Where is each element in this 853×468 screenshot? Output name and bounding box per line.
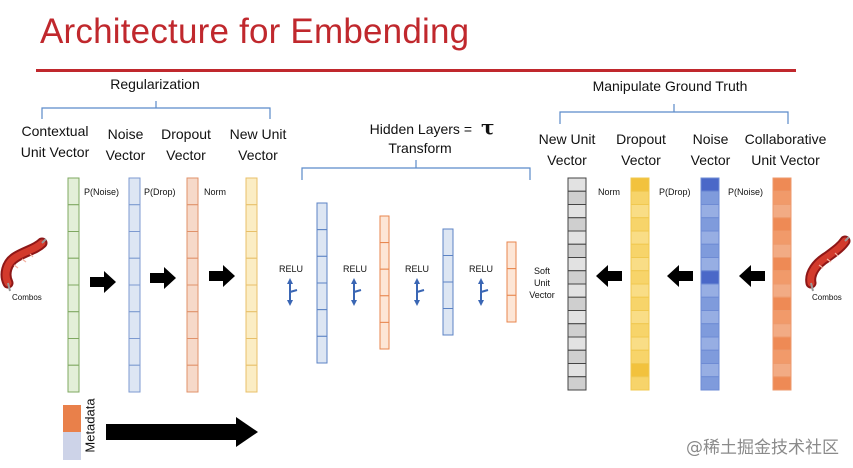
page-title: Architecture for Embending <box>40 12 470 51</box>
heading-manipulate-ground-truth: Manipulate Ground Truth <box>592 78 748 94</box>
watermark: @稀土掘金技术社区 <box>686 438 839 458</box>
unit-label: Unit <box>533 278 550 288</box>
vector-new-unit-right <box>567 177 587 391</box>
up-down-arrow-icon <box>351 278 362 306</box>
op-p-noise-right: P(Noise) <box>728 187 764 197</box>
relu-label-1: RELU <box>279 264 304 274</box>
relu-label-2: RELU <box>343 264 368 274</box>
relu-label-4: RELU <box>469 264 494 274</box>
label-dropout-vector-left: Dropout Vector <box>161 126 211 163</box>
heading-regularization: Regularization <box>110 76 200 92</box>
op-p-drop-right: P(Drop) <box>659 187 691 197</box>
right-arrow-icon <box>90 271 116 293</box>
right-arrow-icon <box>209 265 235 287</box>
hidden-layers-bracket <box>301 160 531 180</box>
label-noise-vector-right: Noise Vector <box>690 131 731 168</box>
right-arrow-icon <box>106 417 258 447</box>
vector-noise-right <box>700 177 720 391</box>
sausage-icon <box>0 237 48 292</box>
hidden-layer-2 <box>379 215 390 350</box>
up-down-arrow-icon <box>414 278 425 306</box>
combos-label-left: Combos <box>12 293 42 302</box>
vector-contextual-unit <box>67 177 80 393</box>
metadata-block-blue <box>63 432 81 460</box>
label-dropout-vector-right: Dropout Vector <box>616 131 666 168</box>
up-down-arrow-icon <box>287 278 298 306</box>
soft-unit-vector <box>506 241 517 323</box>
metadata-block-orange <box>63 405 81 432</box>
vector-label: Vector <box>529 290 555 300</box>
op-p-drop-left: P(Drop) <box>144 187 176 197</box>
label-contextual-unit-vector: Contextual Unit Vector <box>20 123 90 160</box>
vector-noise-left <box>128 177 141 393</box>
title-underline <box>36 69 796 72</box>
hidden-layer-3 <box>442 228 454 336</box>
left-arrow-icon <box>739 265 765 287</box>
op-norm-right: Norm <box>598 187 620 197</box>
soft-label: Soft <box>533 266 550 276</box>
vector-dropout-right <box>630 177 650 391</box>
tau-symbol: τ <box>481 115 495 139</box>
left-arrow-icon <box>596 265 622 287</box>
up-down-arrow-icon <box>478 278 489 306</box>
vector-collaborative-unit <box>772 177 792 391</box>
sausage-icon <box>805 235 851 292</box>
label-new-unit-vector-left: New Unit Vector <box>229 126 287 163</box>
hidden-layer-1 <box>316 202 328 364</box>
op-p-noise-left: P(Noise) <box>84 187 120 197</box>
relu-label-3: RELU <box>405 264 430 274</box>
left-arrow-icon <box>667 265 693 287</box>
ground-truth-bracket <box>559 104 789 124</box>
heading-transform: Transform <box>388 140 452 156</box>
label-collaborative-unit-vector: Collaborative Unit Vector <box>744 131 827 168</box>
vector-new-unit-left <box>245 177 258 393</box>
regularization-bracket <box>41 101 271 119</box>
combos-label-right: Combos <box>812 293 842 302</box>
heading-hidden-layers: Hidden Layers = <box>369 121 472 137</box>
op-norm-left: Norm <box>204 187 226 197</box>
label-noise-vector-left: Noise Vector <box>105 126 146 163</box>
vector-dropout-left <box>186 177 199 393</box>
label-new-unit-vector-right: New Unit Vector <box>538 131 596 168</box>
right-arrow-icon <box>150 267 176 289</box>
